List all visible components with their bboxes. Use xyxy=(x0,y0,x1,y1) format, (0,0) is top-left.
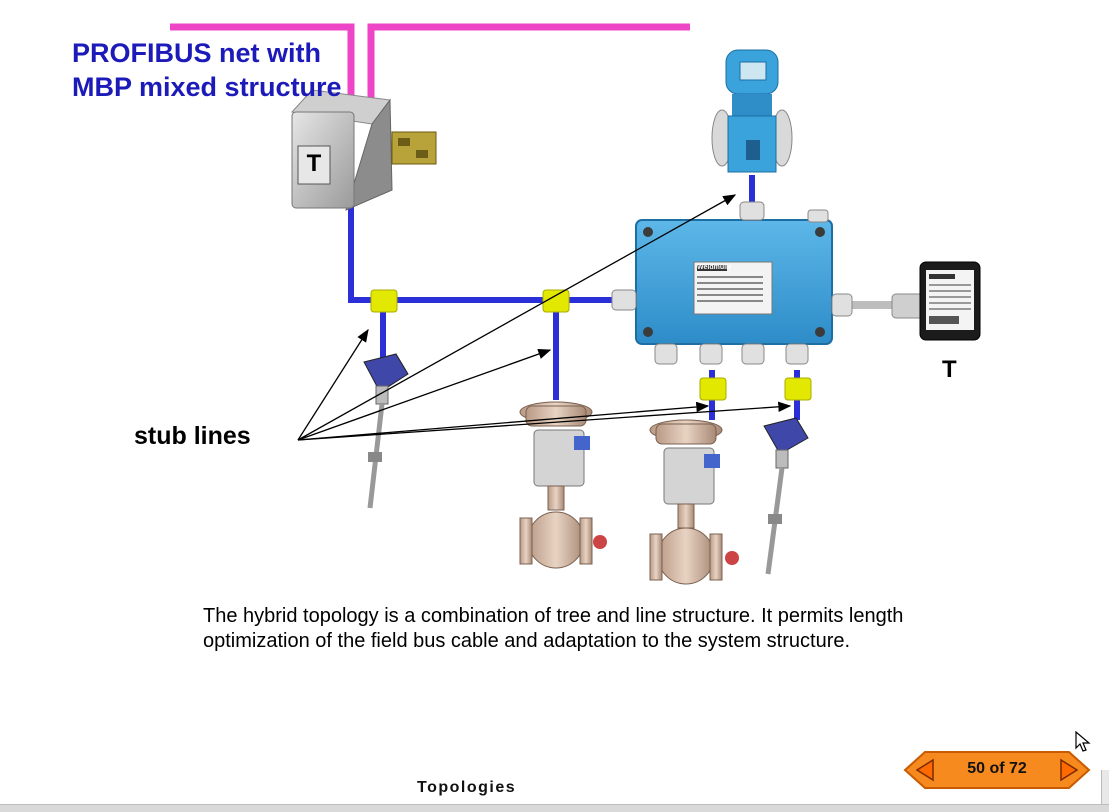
tee-connectors xyxy=(370,289,812,401)
slide-title-line-1: PROFIBUS net with xyxy=(72,38,321,68)
slide-navigation: 50 of 72 xyxy=(903,750,1091,790)
slide-title-line-2: MBP mixed structure xyxy=(72,72,342,102)
temperature-sensor-right xyxy=(763,417,809,575)
page-indicator: 50 of 72 xyxy=(967,760,1027,777)
flow-meter xyxy=(711,49,793,173)
prev-slide-button[interactable] xyxy=(909,752,939,788)
terminator-label: T xyxy=(942,356,957,383)
description-text: The hybrid topology is a combination of … xyxy=(203,605,904,652)
junction-box-brand: Weidmüller xyxy=(697,264,731,271)
control-valve-1 xyxy=(519,401,607,569)
footer-section-title: Topologies xyxy=(417,779,517,796)
control-valve-2 xyxy=(649,419,739,585)
slide-title: PROFIBUS net with MBP mixed structure xyxy=(72,36,342,104)
window-edge xyxy=(1101,770,1109,804)
junction-box xyxy=(611,201,853,365)
nav-bar-shape xyxy=(903,751,1091,789)
stub-lines-label: stub lines xyxy=(134,422,251,450)
window-bottom-bar xyxy=(0,804,1109,812)
mouse-pointer-icon xyxy=(1075,731,1091,752)
temperature-sensor-left xyxy=(363,353,409,509)
segment-coupler-label: T xyxy=(306,150,322,177)
stub-line-arrows xyxy=(297,194,792,441)
bus-terminator xyxy=(891,261,981,341)
next-slide-button[interactable] xyxy=(1055,752,1085,788)
segment-coupler xyxy=(291,89,437,211)
profibus-cable xyxy=(170,23,690,100)
